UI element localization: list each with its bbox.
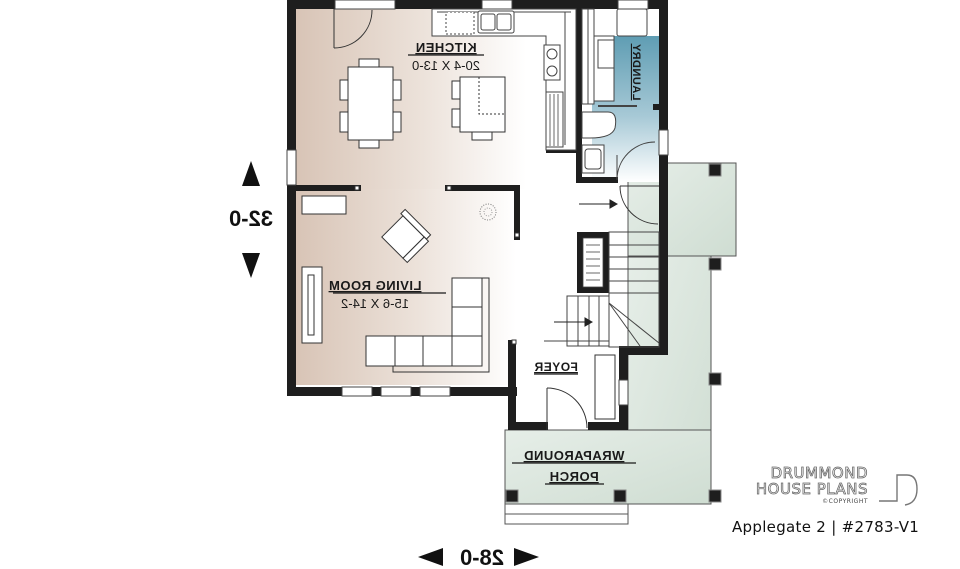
svg-text:20-4 X 13-0: 20-4 X 13-0 (412, 58, 480, 73)
laundry-label: LAUNDRY (630, 43, 642, 100)
brand-line1: DRUMMOND (770, 464, 868, 482)
wall-posts (354, 185, 520, 345)
svg-text:LIVING ROOM: LIVING ROOM (329, 278, 422, 293)
svg-text:28-0: 28-0 (460, 545, 504, 569)
porch-posts (505, 163, 722, 503)
depth-dimension: 32-0 (229, 161, 273, 278)
porch-label: WRAPAROUND PORCH (512, 448, 636, 485)
brand-logo-text: DRUMMOND HOUSE PLANS ©COPYRIGHT (756, 465, 868, 506)
svg-text:PORCH: PORCH (549, 469, 598, 484)
arrow-left-icon (418, 548, 443, 566)
direction-arrows (554, 199, 619, 327)
dining-table (339, 58, 402, 149)
storage-closet (582, 237, 604, 288)
brand-line2: HOUSE PLANS (755, 480, 868, 498)
foyer-label: FOYER (534, 360, 578, 375)
stairs (544, 231, 660, 348)
svg-text:15-6 X 14-2: 15-6 X 14-2 (341, 296, 409, 311)
dishwasher-lines (549, 94, 559, 146)
windows (286, 0, 669, 406)
svg-text:LAUNDRY: LAUNDRY (630, 43, 642, 100)
arrow-right-icon (514, 548, 539, 566)
brand-logo-icon (879, 474, 918, 506)
svg-text:WRAPAROUND: WRAPAROUND (524, 448, 625, 463)
hall-door (619, 185, 659, 225)
foyer-fixtures (546, 354, 616, 430)
arrow-up-icon (242, 161, 260, 186)
kitchen-island (451, 76, 506, 141)
laundry-fixtures (581, 8, 656, 181)
arrow-down-icon (242, 253, 260, 278)
kitchen-label: KITCHEN 20-4 X 13-0 (408, 40, 484, 73)
width-dimension: 28-0 (418, 545, 539, 569)
brand-copyright: ©COPYRIGHT (822, 498, 868, 505)
plant (479, 203, 497, 221)
living-furniture (301, 195, 490, 373)
svg-text:32-0: 32-0 (229, 206, 273, 231)
living-room-label: LIVING ROOM 15-6 X 14-2 (329, 278, 446, 311)
kitchen-door (333, 9, 373, 49)
svg-text:FOYER: FOYER (534, 360, 578, 374)
plan-title: Applegate 2 | #2783-V1 (732, 518, 920, 536)
svg-text:KITCHEN: KITCHEN (415, 40, 476, 55)
